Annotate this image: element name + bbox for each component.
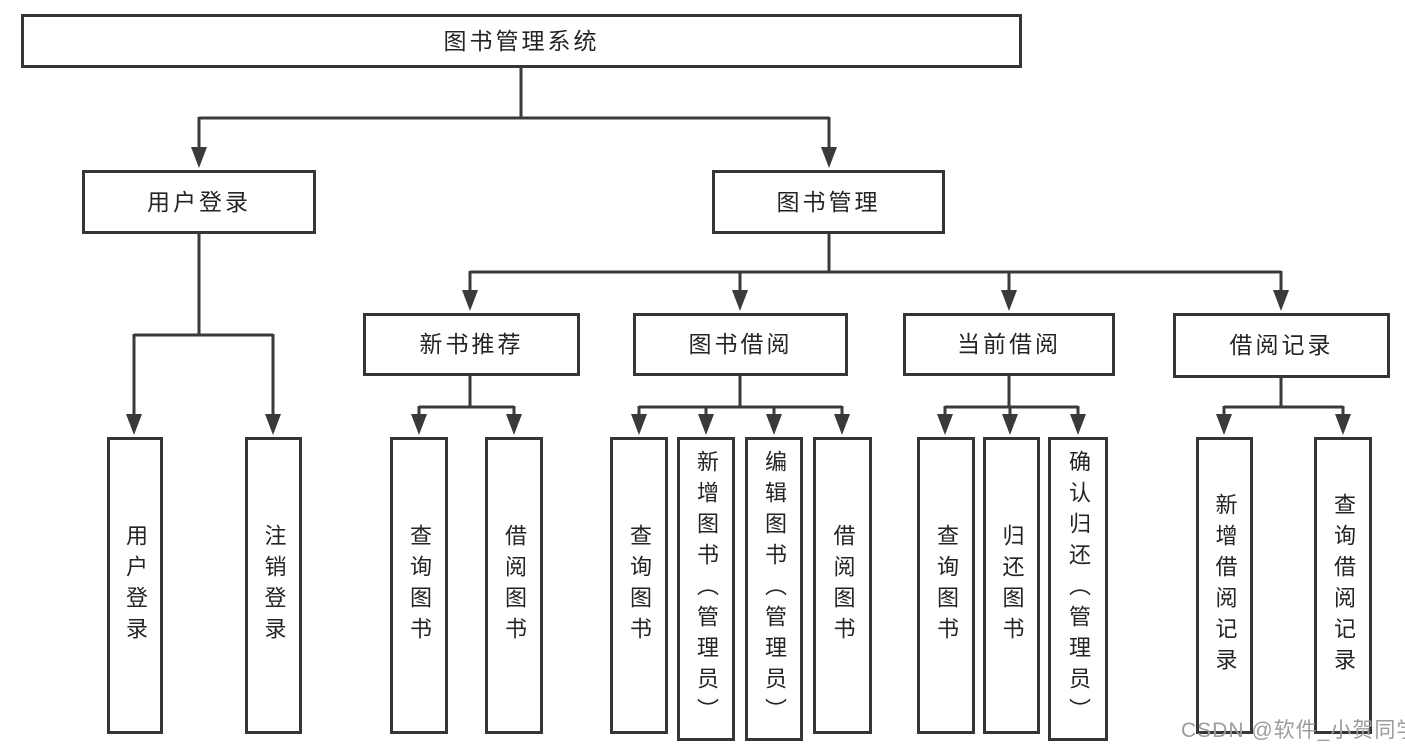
leaf-borrow-books: 借阅图书 [485,437,543,734]
leaf-confirm-return-admin: 确认归还（管理员） [1048,437,1108,741]
leaf-borrow-books-label: 借阅图书 [830,523,856,648]
leaf-query-borrow-record-label: 查询借阅记录 [1331,492,1356,679]
leaf-add-borrow-record: 新增借阅记录 [1196,437,1253,734]
leaf-return-books-label: 归还图书 [999,523,1025,648]
leaf-borrow-books: 借阅图书 [813,437,872,734]
leaf-borrow-books-label: 借阅图书 [502,523,527,648]
arrow-down-icons [126,147,1351,435]
watermark: CSDN @软件_小贺同学 [1181,719,1405,742]
leaf-user-login-label: 用户登录 [123,523,148,648]
node-new-book-recommend: 新书推荐 [363,313,580,376]
leaf-logout: 注销登录 [245,437,302,734]
leaf-query-books: 查询图书 [917,437,975,734]
node-user-login: 用户登录 [82,170,316,234]
leaf-edit-books-admin-label: 编辑图书（管理员） [762,449,787,729]
node-current-borrowing: 当前借阅 [903,313,1115,376]
node-current-borrowing-label: 当前借阅 [957,331,1061,357]
node-root: 图书管理系统 [21,14,1022,68]
leaf-user-login: 用户登录 [107,437,163,734]
node-borrowing-records: 借阅记录 [1173,313,1390,378]
leaf-add-borrow-record-label: 新增借阅记录 [1212,492,1238,679]
leaf-logout-label: 注销登录 [261,523,287,648]
leaf-query-books-label: 查询图书 [407,523,432,648]
node-book-management: 图书管理 [712,170,945,234]
node-book-borrowing: 图书借阅 [633,313,848,376]
leaf-confirm-return-admin-label: 确认归还（管理员） [1066,449,1091,729]
leaf-query-books: 查询图书 [610,437,668,734]
node-borrowing-records-label: 借阅记录 [1229,332,1334,358]
node-root-label: 图书管理系统 [443,27,600,54]
node-user-login-label: 用户登录 [147,188,251,215]
leaf-query-books-label: 查询图书 [627,523,652,648]
leaf-query-borrow-record: 查询借阅记录 [1314,437,1372,734]
leaf-edit-books-admin: 编辑图书（管理员） [745,437,803,741]
leaf-add-books-admin: 新增图书（管理员） [677,437,735,741]
leaf-query-books-label: 查询图书 [934,523,959,648]
node-book-borrowing-label: 图书借阅 [688,331,793,357]
leaf-return-books: 归还图书 [983,437,1040,734]
leaf-add-books-admin-label: 新增图书（管理员） [694,449,719,729]
node-book-management-label: 图书管理 [776,188,881,215]
node-new-book-recommend-label: 新书推荐 [419,331,524,357]
leaf-query-books: 查询图书 [390,437,448,734]
